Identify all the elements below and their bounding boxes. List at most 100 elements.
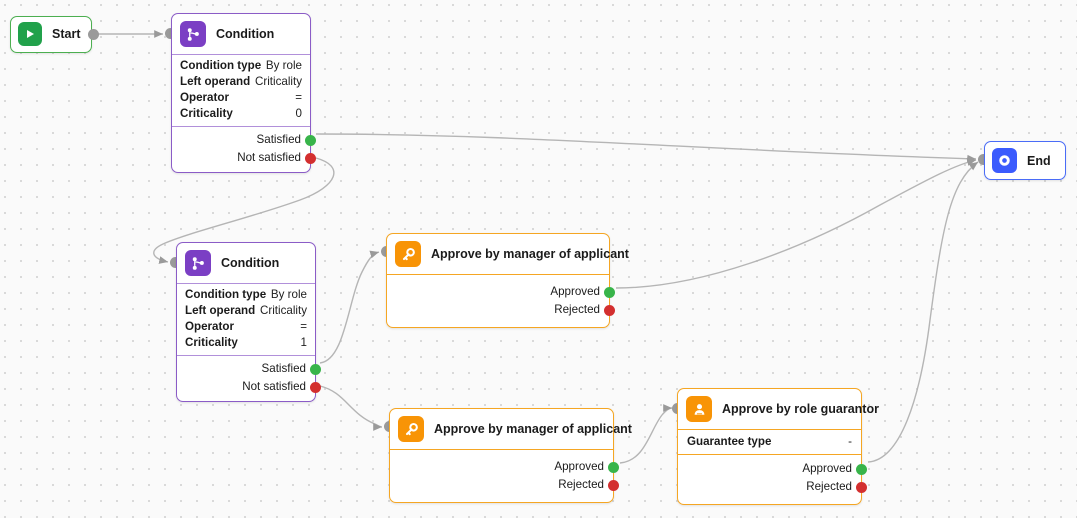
port-dot-satisfied[interactable] (305, 134, 316, 146)
property-value: 0 (295, 107, 302, 120)
node-approve-manager-top-header: Approve by manager of applicant (387, 234, 629, 275)
property-value: Criticality (254, 75, 302, 88)
node-approve-role-guarantor-title: Approve by role guarantor (722, 402, 879, 416)
property-key: Operator (180, 91, 229, 104)
node-approve-manager-bottom-ports: Approved Rejected (390, 450, 619, 502)
node-condition-2-ports: Satisfied Not satisfied (177, 356, 321, 401)
node-approve-manager-top-title: Approve by manager of applicant (431, 247, 629, 261)
port-approved[interactable]: Approved (387, 283, 615, 301)
key-icon (398, 416, 424, 442)
property-key: Left operand (185, 304, 256, 317)
end-input-handle[interactable] (978, 154, 989, 165)
guarantee-type-row: Guarantee type - (678, 430, 861, 455)
node-condition-2-header: Condition (177, 243, 315, 284)
key-icon (395, 241, 421, 267)
node-approve-manager-top[interactable]: Approve by manager of applicant Approved… (386, 233, 629, 328)
node-condition-2[interactable]: Condition Condition type By role Left op… (176, 242, 321, 402)
port-label: Approved (802, 462, 852, 475)
port-dot-rejected[interactable] (856, 481, 867, 493)
edge-condition1-satisfied-to-end (315, 133, 977, 163)
property-row: Left operand Criticality (180, 74, 302, 90)
property-key: Condition type (185, 288, 267, 301)
port-label: Satisfied (261, 362, 306, 375)
person-badge-icon (686, 396, 712, 422)
port-not-satisfied[interactable]: Not satisfied (177, 378, 321, 396)
node-approve-manager-top-ports: Approved Rejected (387, 275, 615, 327)
port-label: Not satisfied (237, 151, 301, 164)
port-label: Not satisfied (242, 380, 306, 393)
port-label: Rejected (554, 303, 600, 316)
property-key: Condition type (180, 59, 262, 72)
port-rejected[interactable]: Rejected (390, 476, 619, 494)
node-approve-role-guarantor[interactable]: Approve by role guarantor Guarantee type… (677, 388, 879, 505)
node-condition-1-header: Condition (172, 14, 310, 55)
node-start-header: Start (11, 17, 91, 51)
property-key: Criticality (180, 107, 233, 120)
node-end-header: End (985, 142, 1065, 179)
port-label: Rejected (806, 480, 852, 493)
port-not-satisfied[interactable]: Not satisfied (172, 149, 316, 167)
port-rejected[interactable]: Rejected (387, 301, 615, 319)
property-value: By role (265, 59, 302, 72)
port-approved[interactable]: Approved (678, 460, 867, 478)
port-dot-approved[interactable] (604, 286, 615, 298)
port-label: Rejected (558, 478, 604, 491)
port-dot-not-satisfied[interactable] (305, 152, 316, 164)
target-circle-icon (992, 148, 1017, 173)
node-approve-manager-bottom-header: Approve by manager of applicant (390, 409, 632, 450)
node-condition-1-title: Condition (216, 27, 275, 41)
edge-guarantor-approved-to-end (867, 161, 979, 463)
port-rejected[interactable]: Rejected (678, 478, 867, 496)
property-key: Left operand (180, 75, 251, 88)
edge-condition2-satisfied-to-approve-top (319, 250, 380, 364)
node-approve-role-guarantor-ports: Approved Rejected (678, 455, 867, 504)
property-row: Condition type By role (180, 58, 302, 74)
start-output-handle[interactable] (88, 29, 99, 40)
property-row: Left operand Criticality (185, 303, 307, 319)
property-value: - (848, 435, 852, 448)
port-dot-rejected[interactable] (608, 479, 619, 491)
property-value: = (300, 320, 307, 333)
port-label: Approved (550, 285, 600, 298)
property-row: Condition type By role (185, 287, 307, 303)
node-condition-2-properties: Condition type By role Left operand Crit… (177, 284, 315, 356)
port-dot-not-satisfied[interactable] (310, 381, 321, 393)
port-dot-satisfied[interactable] (310, 363, 321, 375)
port-satisfied[interactable]: Satisfied (172, 131, 316, 149)
node-condition-1[interactable]: Condition Condition type By role Left op… (171, 13, 316, 173)
node-condition-1-properties: Condition type By role Left operand Crit… (172, 55, 310, 127)
condition-branch-icon (180, 21, 206, 47)
edge-approve-top-approved-to-end (615, 158, 977, 289)
property-row: Operator = (180, 90, 302, 106)
port-label: Approved (554, 460, 604, 473)
property-row: Criticality 0 (180, 106, 302, 122)
node-approve-manager-bottom[interactable]: Approve by manager of applicant Approved… (389, 408, 632, 503)
port-label: Satisfied (256, 133, 301, 146)
property-key: Guarantee type (687, 435, 772, 448)
property-value: 1 (300, 336, 307, 349)
edge-condition2-notsatisfied-to-approve-bottom (319, 385, 383, 431)
node-end[interactable]: End (984, 141, 1066, 180)
node-condition-1-ports: Satisfied Not satisfied (172, 127, 316, 172)
node-end-title: End (1027, 153, 1051, 168)
node-approve-role-guarantor-header: Approve by role guarantor (678, 389, 879, 430)
condition2-input-handle[interactable] (170, 257, 181, 268)
play-icon (18, 22, 42, 46)
port-satisfied[interactable]: Satisfied (177, 360, 321, 378)
node-start-title: Start (52, 27, 81, 41)
property-value: By role (270, 288, 307, 301)
node-start[interactable]: Start (10, 16, 92, 53)
node-approve-manager-bottom-title: Approve by manager of applicant (434, 422, 632, 436)
property-key: Operator (185, 320, 234, 333)
property-row: Operator = (185, 319, 307, 335)
property-value: Criticality (259, 304, 307, 317)
port-dot-rejected[interactable] (604, 304, 615, 316)
port-dot-approved[interactable] (856, 463, 867, 475)
port-approved[interactable]: Approved (390, 458, 619, 476)
condition1-input-handle[interactable] (165, 28, 176, 39)
port-dot-approved[interactable] (608, 461, 619, 473)
condition-branch-icon (185, 250, 211, 276)
property-row: Criticality 1 (185, 335, 307, 351)
node-condition-2-title: Condition (221, 256, 280, 270)
